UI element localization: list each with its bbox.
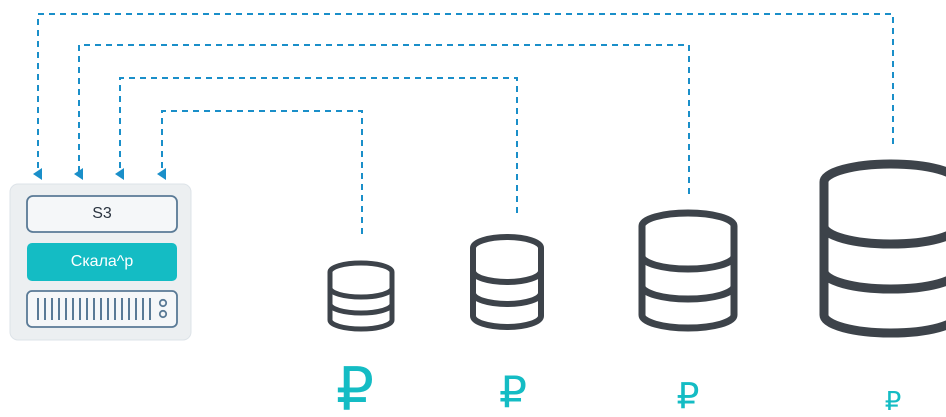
s3-label: S3 bbox=[92, 205, 112, 222]
ruble-sign-tier-1: ₽ bbox=[336, 355, 374, 417]
skala-box bbox=[27, 243, 177, 281]
server-icon bbox=[26, 290, 178, 328]
database-icon-tier-3 bbox=[638, 209, 738, 332]
ruble-sign-tier-4: ₽ bbox=[885, 387, 902, 417]
s3-box bbox=[26, 195, 178, 233]
arrow-tier-2 bbox=[115, 77, 518, 213]
database-icon-tier-2 bbox=[470, 234, 544, 330]
ruble-sign-tier-3: ₽ bbox=[677, 376, 700, 417]
database-icon-tier-4 bbox=[819, 159, 946, 338]
arrow-tier-3 bbox=[74, 44, 690, 194]
ruble-sign-tier-2: ₽ bbox=[499, 367, 527, 417]
database-icon-tier-1 bbox=[327, 260, 395, 332]
product-label: Скала^р bbox=[70, 253, 134, 270]
storage-panel bbox=[9, 183, 192, 341]
arrow-tier-4 bbox=[33, 13, 894, 180]
arrow-tier-1 bbox=[157, 110, 363, 234]
